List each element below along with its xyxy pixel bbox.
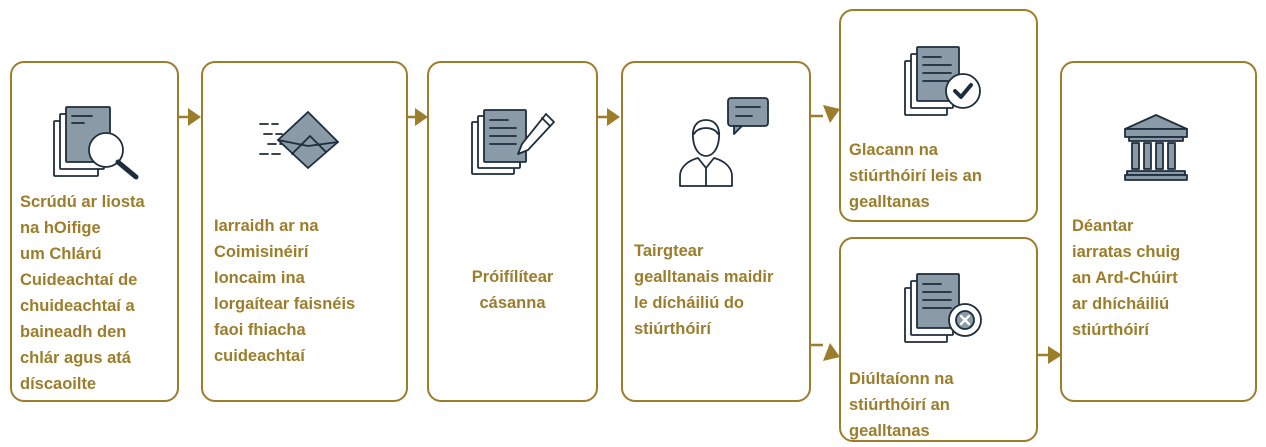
arrow-request-to-profile xyxy=(406,108,428,126)
document-edit-icon xyxy=(471,109,555,175)
arrow-examine-to-request xyxy=(179,108,201,126)
arrow-profile-to-offer xyxy=(598,108,620,126)
step-label-profile: Próifílítear cásanna xyxy=(471,268,554,312)
document-check-icon xyxy=(904,46,981,116)
step-label-accept: Glacann na stiúrthóirí leis an gealltana… xyxy=(849,141,982,211)
document-search-icon xyxy=(53,106,139,180)
step-label-examine: Scrúdú ar liosta na hOifige um Chlárú Cu… xyxy=(20,193,145,393)
step-box-offer xyxy=(621,61,811,402)
envelope-send-icon xyxy=(259,111,339,169)
person-speech-icon xyxy=(679,97,769,187)
arrow-refuse-to-court xyxy=(1038,346,1062,364)
arrow-offer-to-accept xyxy=(811,105,840,123)
step-label-court: Déantar iarratas chuig an Ard-Chúirt ar … xyxy=(1072,217,1181,339)
step-label-offer: Tairgtear gealltanais maidir le dícháili… xyxy=(634,242,774,338)
arrow-offer-to-refuse xyxy=(811,343,840,361)
step-label-refuse: Diúltaíonn na stiúrthóirí an gealltanas xyxy=(849,370,954,440)
step-label-request: Iarraidh ar na Coimisinéirí Ioncaim ina … xyxy=(214,217,356,365)
document-reject-icon xyxy=(904,273,982,343)
courthouse-icon xyxy=(1124,114,1188,181)
